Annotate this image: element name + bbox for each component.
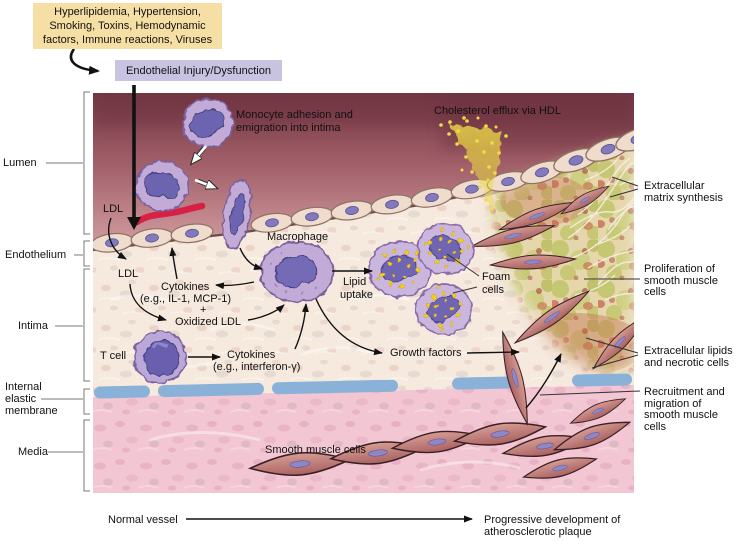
- layer-label-lumen: Lumen: [3, 157, 37, 169]
- layer-brackets: [41, 91, 90, 492]
- extracellular-lipids-label: Extracellular lipids and necrotic cells: [644, 345, 733, 369]
- risk-to-injury-arrow: [69, 48, 100, 75]
- foam-cells-label: Foam: [482, 271, 511, 283]
- endothelial-injury-box: Endothelial Injury/Dysfunction: [115, 60, 282, 81]
- macrophage-cell: [260, 241, 334, 303]
- foam-cells-label2: cells: [482, 284, 505, 296]
- growth-factors-label: Growth factors: [390, 347, 462, 359]
- t-cell: [133, 330, 187, 384]
- layer-label-media: Media: [18, 446, 48, 458]
- monocyte-adhesion-label: Monocyte adhesion and emigration into in…: [236, 109, 353, 134]
- proliferation-label: Proliferation of smooth muscle cells: [644, 263, 718, 299]
- label-line: emigration into intima: [236, 121, 341, 134]
- label-line: Extracellular lipids: [644, 345, 733, 357]
- cholesterol-efflux-plume: [439, 116, 508, 215]
- layer-label-internal-elastic-membrane: Internal elastic membrane: [5, 381, 58, 417]
- ldl-intima-label: LDL: [118, 268, 139, 280]
- connector-lines: [446, 176, 641, 396]
- label-line: atherosclerotic plaque: [484, 526, 592, 538]
- label-line: matrix synthesis: [644, 191, 723, 204]
- ldl-lumen-label: LDL: [103, 203, 124, 215]
- layer-label-intima: Intima: [18, 320, 48, 332]
- t-cell-label: T cell: [100, 350, 127, 362]
- cytokines-il1-label: Cytokines: [161, 281, 210, 293]
- label-line: cells: [644, 420, 667, 433]
- monocyte-cell-1: [182, 98, 234, 148]
- macrophage-label: Macrophage: [267, 231, 329, 243]
- label-line: membrane: [5, 405, 58, 417]
- smooth-muscle-cells-label: Smooth muscle cells: [265, 444, 366, 456]
- label-line: migration of: [644, 397, 702, 410]
- risk-line: factors, Immune reactions, Viruses: [42, 34, 213, 46]
- layer-label-endothelium: Endothelium: [5, 249, 67, 261]
- label-line: Proliferation of: [644, 263, 715, 275]
- label-line: smooth muscle: [644, 274, 718, 287]
- label-line: smooth muscle: [644, 409, 718, 421]
- lipid-uptake-label2: uptake: [340, 289, 374, 301]
- recruitment-label: Recruitment and migration of smooth musc…: [644, 386, 725, 433]
- cytokines-il1-label2: (e.g., IL-1, MCP-1): [140, 293, 232, 305]
- monocyte-cell-2: [135, 160, 189, 212]
- adhesion-molecule-red-streak: [133, 202, 206, 226]
- internal-elastic-membrane: [94, 373, 632, 399]
- risk-line: Smoking, Toxins, Hemodynamic: [49, 20, 206, 32]
- foam-cell-2: [417, 221, 475, 275]
- label-line: Extracellular: [644, 180, 705, 192]
- cytokines-ifn-label: Cytokines: [227, 349, 276, 361]
- label-line: elastic: [5, 393, 37, 405]
- label-line: cells: [644, 286, 667, 298]
- plus-sign: +: [200, 304, 207, 316]
- cytokines-ifn-label2: (e.g., interferon-γ): [213, 361, 301, 373]
- label-line: Monocyte adhesion and: [236, 109, 353, 121]
- risk-line: Hyperlipidemia, Hypertension,: [54, 6, 201, 18]
- label-line: and necrotic cells: [644, 356, 729, 369]
- risk-factors-box: Hyperlipidemia, Hypertension, Smoking, T…: [33, 3, 222, 49]
- progressive-development-label: Progressive development of atherosclerot…: [484, 514, 620, 538]
- cholesterol-efflux-label: Cholesterol efflux via HDL: [434, 105, 561, 117]
- monocyte-cell-transmigrating: [222, 178, 252, 250]
- foam-cell-3: [415, 283, 473, 337]
- normal-vessel-label: Normal vessel: [108, 514, 178, 526]
- arrows: [69, 48, 562, 523]
- lipid-uptake-label: Lipid: [343, 276, 367, 288]
- matrix-synthesis-label: Extracellular matrix synthesis: [644, 180, 723, 204]
- injury-arrowhead: [127, 217, 141, 230]
- injury-label: Endothelial Injury/Dysfunction: [126, 64, 271, 77]
- label-line: Internal: [5, 381, 42, 393]
- label-line: Progressive development of: [484, 514, 621, 526]
- label-line: Recruitment and: [644, 386, 725, 398]
- oxidized-ldl-label: Oxidized LDL: [175, 316, 242, 328]
- ecm-strands: [567, 147, 634, 301]
